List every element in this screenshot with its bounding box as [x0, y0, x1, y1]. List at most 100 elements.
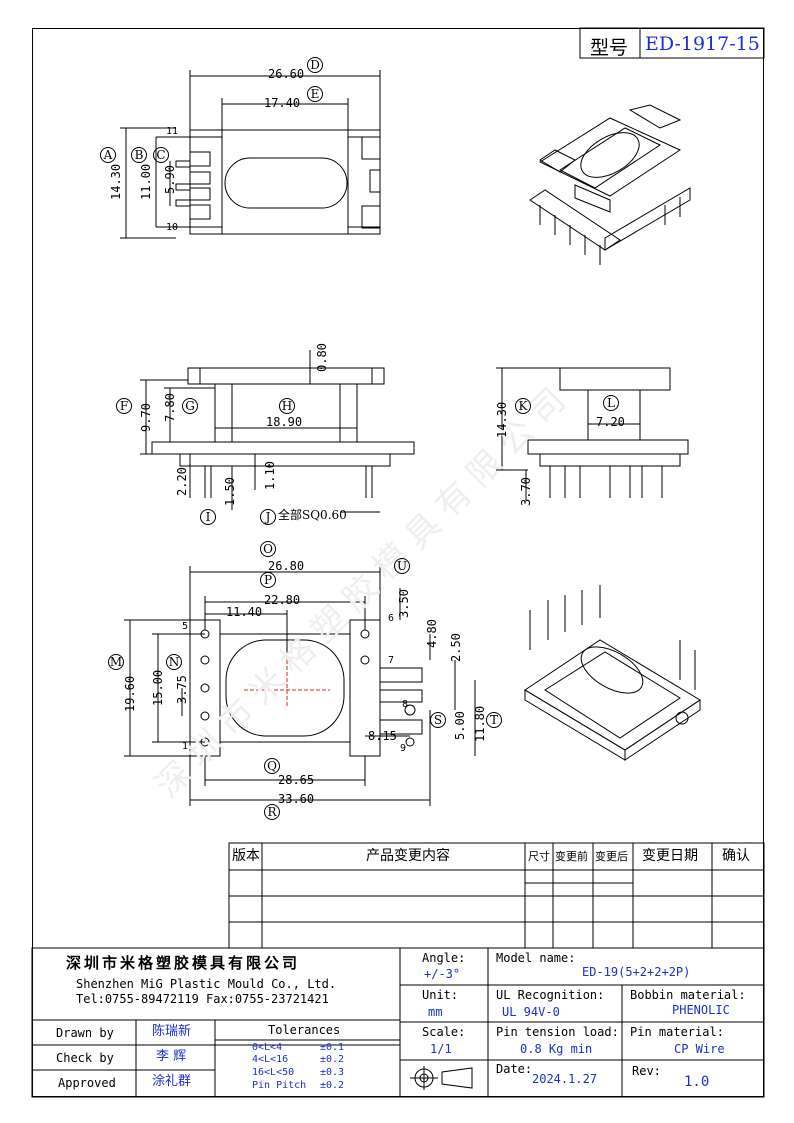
scale-label: Scale: [422, 1025, 466, 1039]
dim-11-00: 11.00 [139, 163, 153, 200]
rev-header-after: 变更后 [595, 850, 628, 863]
model-name-label: Model name: [496, 951, 576, 965]
ref-circle-d: D [307, 57, 323, 73]
dim-28-65: 28.65 [278, 773, 315, 787]
approved-label: Approved [58, 1076, 116, 1090]
dim-15-00: 15.00 [151, 669, 165, 706]
pin-11-label: 11 [166, 126, 179, 137]
tolerance-value-2: ±0.2 [320, 1054, 345, 1065]
ref-circle-u: U [394, 558, 410, 574]
check-by-label: Check by [56, 1051, 114, 1065]
pin-10-label: 10 [166, 222, 179, 233]
rev-header-dimension: 尺寸 [528, 850, 550, 863]
ref-circle-b: B [131, 147, 147, 163]
pin-7-label: 7 [388, 655, 395, 666]
dim-33-60: 33.60 [278, 792, 315, 806]
ref-circle-i: I [200, 509, 216, 525]
dim-1-50: 1.50 [223, 477, 237, 506]
dim-26-60: 26.60 [268, 67, 305, 81]
tolerance-value-4: ±0.2 [320, 1080, 345, 1091]
ref-circle-t: T [486, 712, 502, 728]
company-name-en: Shenzhen MiG Plastic Mould Co., Ltd. [76, 977, 337, 991]
dim-26-80: 26.80 [268, 559, 305, 573]
model-name-value: ED-19(5+2+2+2P) [582, 965, 691, 979]
unit-label: Unit: [422, 988, 459, 1002]
bobbin-material-value: PHENOLIC [672, 1003, 730, 1017]
ref-circle-j: J [260, 509, 276, 525]
ref-circle-s: S [430, 712, 446, 728]
ref-circle-n: N [166, 654, 182, 670]
dim-14-30-side: 14.30 [495, 401, 509, 438]
dim-0-80: 0.80 [315, 343, 329, 372]
tolerance-range-3: 16<L<50 [252, 1067, 295, 1078]
dim-11-80: 11.80 [473, 705, 487, 742]
ref-circle-e: E [307, 86, 323, 102]
ref-circle-a: A [100, 147, 116, 163]
angle-value: +/-3° [424, 967, 461, 981]
pin-9-label: 9 [400, 743, 407, 754]
tolerance-range-4: Pin Pitch [252, 1080, 307, 1091]
company-tel: Tel:0755-89472119 [76, 992, 199, 1006]
approved-value: 涂礼群 [152, 1074, 192, 1089]
dim-1-10: 1.10 [263, 461, 277, 490]
ref-circle-f: F [116, 398, 132, 414]
rev-header-date: 变更日期 [642, 848, 698, 864]
rev-value: 1.0 [684, 1074, 710, 1090]
dim-7-20: 7.20 [596, 415, 625, 429]
ref-circle-l: L [603, 395, 619, 411]
rev-header-version: 版本 [232, 848, 260, 864]
drawn-by-label: Drawn by [56, 1026, 114, 1040]
dim-18-90: 18.90 [266, 415, 303, 429]
pin-material-value: CP Wire [674, 1042, 725, 1056]
dim-2-20: 2.20 [175, 467, 189, 496]
pin-1-label: 1 [182, 741, 189, 752]
dim-19-60: 19.60 [123, 675, 137, 712]
pin-square-note: 全部SQ0.60 [278, 508, 347, 522]
ref-circle-p: P [260, 572, 276, 588]
dim-17-40: 17.40 [264, 96, 301, 110]
dim-11-40: 11.40 [226, 605, 263, 619]
pin-tension-value: 0.8 Kg min [520, 1042, 593, 1056]
tolerance-value-3: ±0.3 [320, 1067, 345, 1078]
tolerance-range-1: 0<L<4 [252, 1042, 283, 1053]
ul-label: UL Recognition: [496, 988, 605, 1002]
dim-8-15: 8.15 [368, 729, 397, 743]
pin-5-label: 5 [182, 621, 189, 632]
pin-6-label: 6 [388, 613, 395, 624]
angle-label: Angle: [422, 951, 466, 965]
dim-4-80: 4.80 [425, 619, 439, 648]
tolerance-value-1: ±0.1 [320, 1042, 345, 1053]
company-name-cn: 深圳市米格塑胶模具有限公司 [66, 954, 301, 972]
bobbin-material-label: Bobbin material: [630, 988, 746, 1002]
dim-7-80: 7.80 [163, 393, 177, 422]
tolerances-label: Tolerances [268, 1023, 341, 1037]
model-label: 型号 [590, 37, 629, 59]
dim-3-70: 3.70 [519, 477, 533, 506]
dim-14-30: 14.30 [109, 163, 123, 200]
rev-header-content: 产品变更内容 [366, 848, 450, 864]
drawn-by-value: 陈瑞新 [152, 1024, 192, 1039]
rev-header-before: 变更前 [555, 850, 588, 863]
unit-value: mm [428, 1005, 443, 1019]
date-label: Date: [496, 1062, 533, 1076]
date-value: 2024.1.27 [532, 1072, 598, 1086]
company-fax: Fax:0755-23721421 [206, 992, 329, 1006]
dim-9-70: 9.70 [139, 403, 153, 432]
rev-label: Rev: [632, 1064, 661, 1078]
ref-circle-r: R [264, 804, 280, 820]
dim-2-50: 2.50 [449, 633, 463, 662]
dim-5-00: 5.00 [453, 711, 467, 740]
pin-material-label: Pin material: [630, 1025, 724, 1039]
ref-circle-g: G [182, 398, 198, 414]
dim-5-90: 5.90 [163, 165, 177, 194]
dim-3-75: 3.75 [175, 675, 189, 704]
dim-3-50: 3.50 [397, 589, 411, 618]
ref-circle-k: K [515, 398, 531, 414]
ref-circle-c: C [153, 147, 169, 163]
dim-22-80: 22.80 [264, 593, 301, 607]
ref-circle-o: O [260, 541, 276, 557]
ref-circle-q: Q [264, 758, 280, 774]
ul-value: UL 94V-0 [502, 1005, 560, 1019]
model-number: ED-1917-15 [645, 33, 760, 55]
pin-8-label: 8 [402, 699, 409, 710]
